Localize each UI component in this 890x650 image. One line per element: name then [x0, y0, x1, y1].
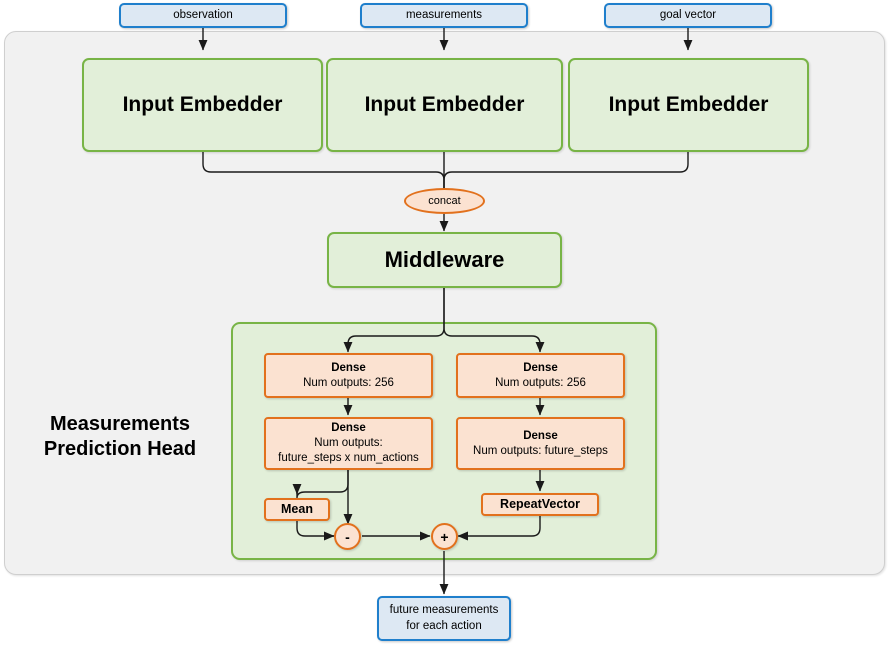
- input-box-measurements[interactable]: measurements: [360, 3, 528, 28]
- middleware-label: Middleware: [384, 247, 505, 272]
- dense-left-1-title: Dense: [331, 361, 366, 374]
- dense-left-1[interactable]: Dense Num outputs: 256: [264, 353, 433, 398]
- input-box-observation-label: observation: [173, 8, 233, 21]
- dense-right-1[interactable]: Dense Num outputs: 256: [456, 353, 625, 398]
- measurements-prediction-head-label: Measurements Prediction Head: [20, 412, 220, 462]
- mean-label: Mean: [281, 502, 313, 517]
- input-box-observation[interactable]: observation: [119, 3, 287, 28]
- input-embedder-1[interactable]: Input Embedder: [82, 58, 323, 152]
- mean-node[interactable]: Mean: [264, 498, 330, 521]
- dense-left-2-title: Dense: [331, 422, 366, 435]
- dense-left-2[interactable]: Dense Num outputs: future_steps x num_ac…: [264, 417, 433, 470]
- input-box-goal-vector[interactable]: goal vector: [604, 3, 772, 28]
- dense-right-2-detail: Num outputs: future_steps: [473, 444, 608, 457]
- output-box-future-measurements[interactable]: future measurements for each action: [377, 596, 511, 641]
- add-operator[interactable]: +: [431, 523, 458, 550]
- input-embedder-3-label: Input Embedder: [608, 93, 769, 116]
- dense-right-2-title: Dense: [523, 429, 558, 442]
- dense-left-1-detail: Num outputs: 256: [303, 376, 394, 389]
- dense-right-1-title: Dense: [523, 361, 558, 374]
- input-box-measurements-label: measurements: [405, 8, 483, 21]
- input-embedder-1-label: Input Embedder: [122, 93, 283, 116]
- input-embedder-2-label: Input Embedder: [364, 93, 525, 116]
- dense-right-2[interactable]: Dense Num outputs: future_steps: [456, 417, 625, 470]
- input-box-goal-vector-label: goal vector: [659, 8, 717, 21]
- input-embedder-3[interactable]: Input Embedder: [568, 58, 809, 152]
- output-box-line1: future measurements: [389, 603, 499, 616]
- subtract-operator-label: -: [345, 528, 350, 545]
- head-label-line1: Measurements: [49, 413, 191, 435]
- head-label-line2: Prediction Head: [43, 438, 197, 460]
- input-embedder-2[interactable]: Input Embedder: [326, 58, 563, 152]
- repeat-vector-label: RepeatVector: [500, 497, 580, 512]
- concat-label: concat: [428, 195, 461, 207]
- dense-left-2-detail-line1: Num outputs:: [314, 437, 383, 450]
- repeat-vector-node[interactable]: RepeatVector: [481, 493, 599, 516]
- dense-left-2-detail-line2: future_steps x num_actions: [278, 451, 419, 464]
- subtract-operator[interactable]: -: [334, 523, 361, 550]
- concat-node[interactable]: concat: [404, 188, 485, 214]
- output-box-line2: for each action: [406, 619, 482, 632]
- middleware-node[interactable]: Middleware: [327, 232, 562, 288]
- dense-right-1-detail: Num outputs: 256: [495, 376, 586, 389]
- add-operator-label: +: [440, 528, 449, 545]
